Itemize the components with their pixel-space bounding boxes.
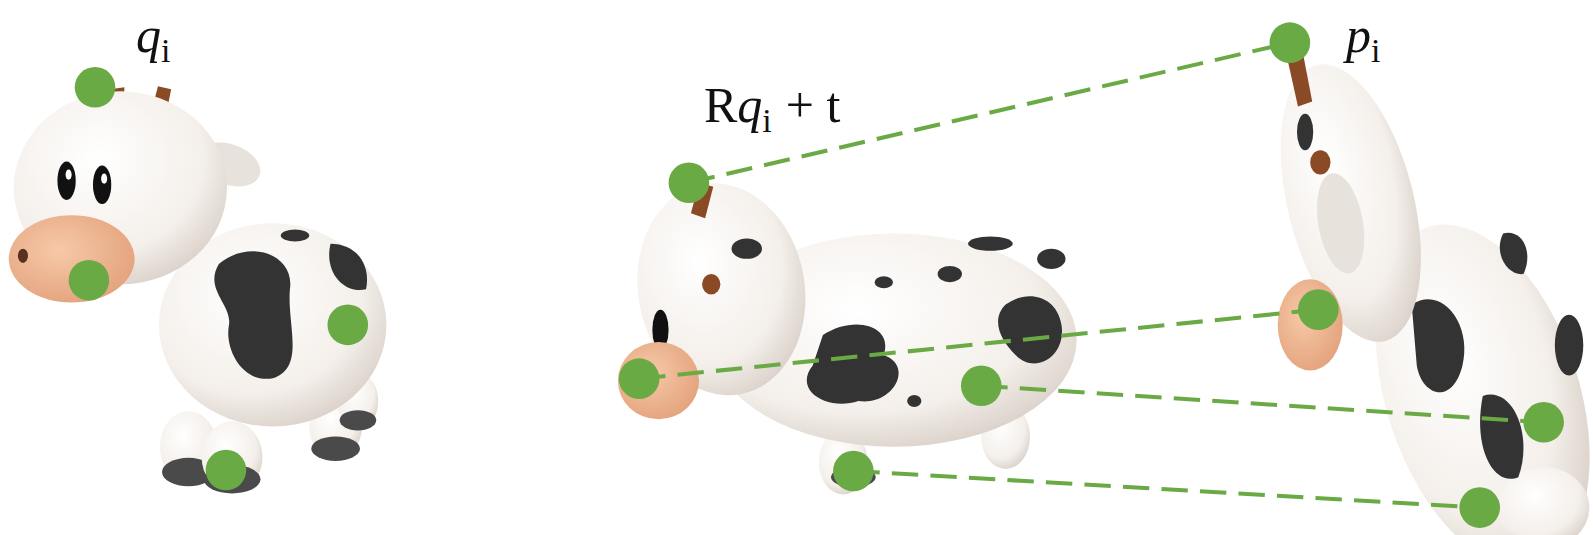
cow-side	[618, 170, 1077, 494]
subscript: i	[161, 32, 170, 69]
math-symbol: + t	[786, 77, 841, 133]
math-symbol: R	[704, 77, 737, 133]
cow-front	[9, 86, 387, 493]
math-label: Rqi + t	[700, 78, 844, 139]
keypoint-dots	[69, 22, 1564, 528]
math-label: pi	[1342, 8, 1384, 69]
correspondence-lines	[639, 43, 1544, 508]
cow-rotated	[1255, 49, 1593, 535]
math-label: qi	[132, 8, 174, 69]
subscript: i	[1371, 32, 1380, 69]
math-symbol: q	[136, 7, 161, 63]
math-symbol: p	[1346, 7, 1371, 63]
math-symbol: q	[737, 77, 762, 133]
subscript: i	[762, 102, 771, 139]
